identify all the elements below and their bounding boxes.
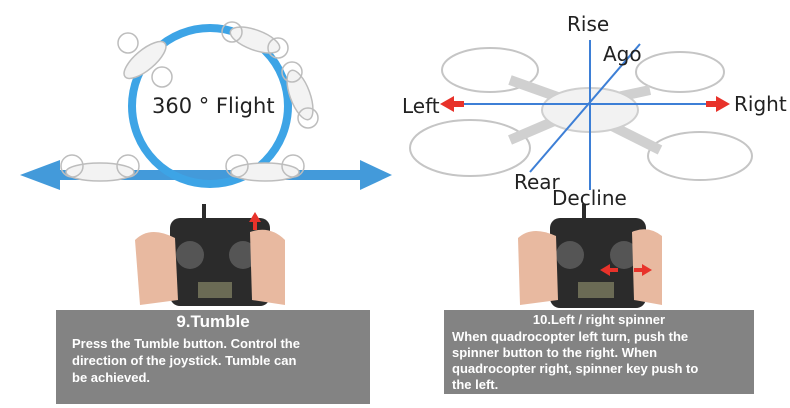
- spinner-caption-box: 10.Left / right spinner When quadrocopte…: [444, 310, 754, 394]
- caption-line: When quadrocopter left turn, push the: [452, 329, 689, 344]
- caption-line: direction of the joystick. Tumble can: [72, 353, 297, 368]
- caption-title: 10.Left / right spinner: [532, 312, 666, 327]
- left-arrow-icon: [440, 96, 464, 112]
- drone-icon: [117, 32, 173, 88]
- spinner-arrows-icon: [600, 264, 652, 276]
- caption-line: spinner button to the right. When: [452, 345, 658, 360]
- direction-arrow-icon: [20, 160, 392, 190]
- label-right: Right: [734, 92, 787, 116]
- label-left: Left: [402, 94, 440, 118]
- drone-icon: [281, 61, 319, 129]
- drone-icon: [225, 154, 305, 182]
- drone-icon: [60, 154, 140, 182]
- tumble-illustration: [20, 21, 392, 306]
- label-rear: Rear: [514, 170, 560, 194]
- label-decline: Decline: [552, 186, 627, 210]
- label-ago: Ago: [603, 42, 642, 66]
- caption-line: the left.: [452, 377, 499, 392]
- drone-icon: [221, 21, 289, 59]
- right-panel: Rise Ago Left Right Rear Decline 10.Left…: [400, 0, 790, 408]
- label-rise: Rise: [567, 12, 610, 36]
- caption-line: quadrocopter right, spinner key push to: [452, 361, 699, 376]
- left-panel: 360 ° Flight 9.Tumble Press the Tumble b…: [20, 21, 392, 404]
- caption-line: be achieved.: [72, 370, 151, 385]
- flight-loop-ring: [128, 24, 292, 188]
- remote-controller-icon: [550, 204, 646, 308]
- hand-icon: [135, 229, 285, 305]
- caption-title: 9.Tumble: [176, 312, 250, 331]
- tumble-caption-box: 9.Tumble Press the Tumble button. Contro…: [56, 310, 370, 404]
- remote-controller-icon: [170, 204, 270, 306]
- right-arrow-icon: [706, 96, 730, 112]
- caption-line: Press the Tumble button. Control the: [72, 336, 300, 351]
- up-arrow-icon: [249, 212, 261, 230]
- flight-label: 360 ° Flight: [152, 94, 275, 118]
- spinner-illustration: [409, 40, 753, 308]
